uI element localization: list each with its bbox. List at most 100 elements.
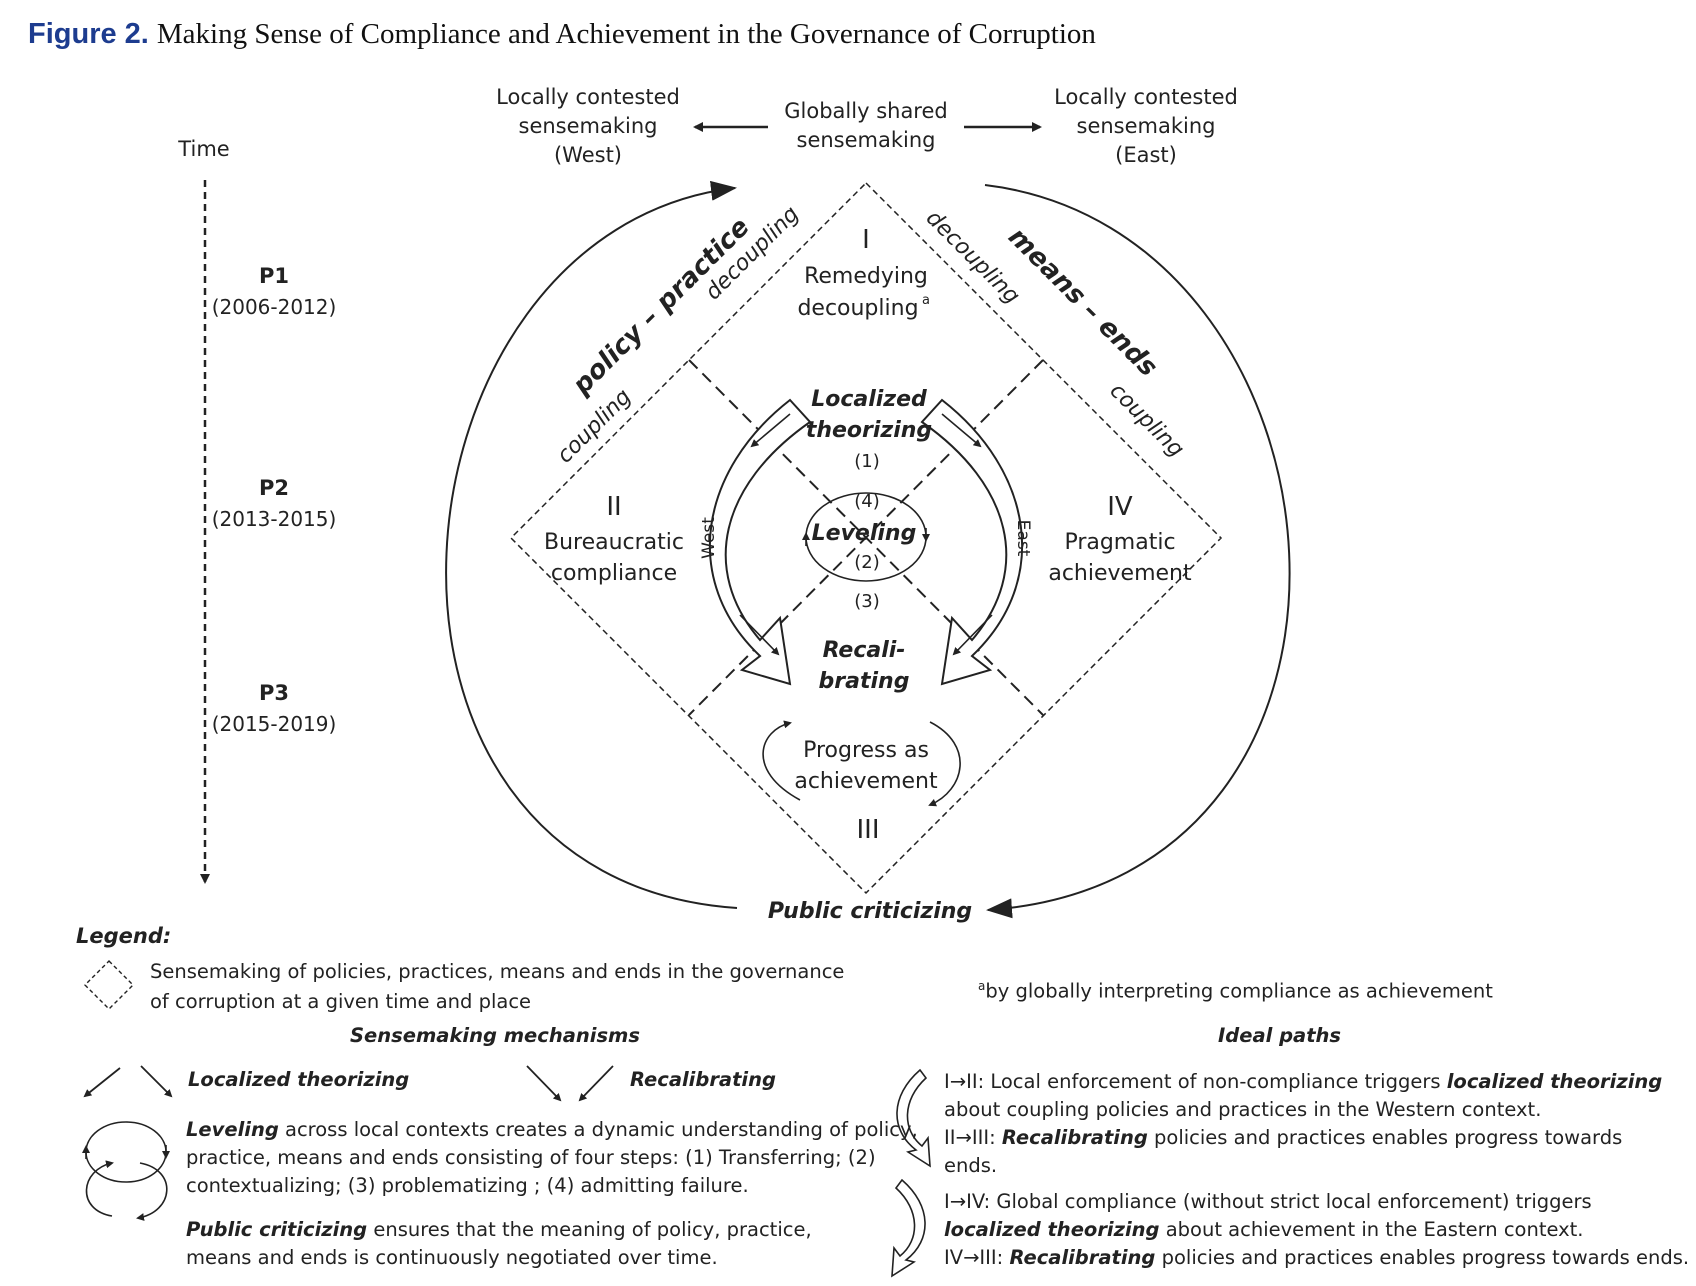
west-line3: (West): [554, 143, 622, 167]
legend-recalibrating-label: Recalibrating: [630, 1068, 776, 1091]
sensemaking-global-label: Globally shared sensemaking: [784, 99, 947, 152]
quadrant-line1: Progress as: [803, 738, 929, 763]
path2-c-bold: Recalibrating: [1009, 1246, 1156, 1269]
period-p3: P3 (2015-2019): [212, 681, 337, 736]
policy-practice-label: policy – practice: [566, 212, 755, 401]
quadrant-line1: Remedying: [804, 264, 928, 289]
quadrant-numeral: II: [606, 492, 621, 522]
global-line1: Globally shared: [784, 99, 947, 123]
leveling-desc-1: across local contexts creates a dynamic …: [278, 1118, 918, 1141]
step-2-label: (2): [854, 552, 880, 573]
west-line1: Locally contested: [496, 85, 680, 109]
recalibrating-line2: brating: [819, 669, 910, 694]
mechanisms-heading: Sensemaking mechanisms: [350, 1024, 640, 1047]
diagonal-dashed-2: [688, 359, 1044, 716]
period-name: P2: [259, 476, 289, 500]
progress-cycle-right-arc: [928, 721, 961, 807]
quadrant-line2: decoupling: [797, 296, 918, 321]
path1-c-post: policies and practices enables progress …: [1147, 1126, 1623, 1149]
path1-c-pre: II→III:: [944, 1126, 1002, 1149]
legend-public-line1: Public criticizing ensures that the mean…: [186, 1216, 812, 1244]
east-arrow-label: East: [1013, 520, 1033, 557]
period-p1: P1 (2006-2012): [212, 264, 337, 319]
period-name: P1: [259, 264, 289, 288]
path1-line3: II→III: Recalibrating policies and pract…: [944, 1124, 1622, 1152]
quadrant-line2: achievement: [1048, 561, 1192, 586]
east-line1: Locally contested: [1054, 85, 1238, 109]
period-name: P3: [259, 681, 289, 705]
legend-leveling-line3: contextualizing; (3) problematizing ; (4…: [186, 1174, 749, 1197]
step-3-label: (3): [854, 591, 880, 612]
step-1-label: (1): [854, 451, 880, 472]
east-arrow-inner-bottom: [952, 614, 993, 656]
quadrant-line2: achievement: [794, 769, 938, 794]
path1-a-bold: localized theorizing: [1446, 1070, 1663, 1093]
figure-label: Figure 2.: [28, 18, 149, 50]
legend-leveling-line1: Leveling across local contexts creates a…: [186, 1116, 918, 1144]
period-years: (2013-2015): [212, 507, 337, 531]
west-arrow-label: West: [699, 517, 719, 559]
quadrant-line1: Bureaucratic: [544, 530, 684, 555]
path2-c-post: policies and practices enables progress …: [1155, 1246, 1690, 1269]
right-coupling-label: coupling: [1105, 378, 1189, 462]
recalibrating-line1: Recali-: [823, 638, 906, 663]
footnote-text: by globally interpreting compliance as a…: [985, 979, 1493, 1003]
east-arrow-shape: [920, 398, 1024, 686]
step-4-label: (4): [854, 491, 880, 512]
ideal-paths-heading: Ideal paths: [1218, 1024, 1341, 1047]
legend-heading: Legend:: [76, 924, 172, 948]
period-years: (2006-2012): [212, 295, 337, 319]
public-term: Public criticizing: [186, 1218, 368, 1241]
sensemaking-west-label: Locally contested sensemaking (West): [496, 85, 680, 167]
legend-leveling-cycle-icon: [85, 1121, 167, 1183]
quadrant-iii: Progress as achievement III: [762, 720, 961, 845]
legend-diamond-icon: [84, 960, 134, 1010]
quadrant-numeral: I: [862, 225, 870, 255]
path-west-hollow-arrow-icon: [896, 1068, 931, 1168]
public-desc-1: ensures that the meaning of policy, prac…: [367, 1218, 812, 1241]
legend-leveling-line2: practice, means and ends consisting of f…: [186, 1146, 876, 1169]
path1-line4: ends.: [944, 1154, 998, 1177]
leveling-label: Leveling: [812, 521, 917, 546]
localized-theorizing-line1: Localized: [811, 387, 927, 412]
localized-theorizing-line2: theorizing: [806, 418, 932, 443]
period-p2: P2 (2013-2015): [212, 476, 337, 531]
legend-localized-right-arrow-icon: [140, 1065, 173, 1098]
legend-localized-theorizing-label: Localized theorizing: [188, 1068, 410, 1091]
quadrant-numeral: IV: [1107, 492, 1133, 522]
path-east-hollow-arrow-icon: [891, 1178, 926, 1278]
left-coupling-label: coupling: [552, 384, 636, 468]
legend-recalibrating-left-arrow-icon: [526, 1065, 562, 1102]
legend-localized-left-arrow-icon: [83, 1067, 121, 1098]
path1-c-bold: Recalibrating: [1001, 1126, 1148, 1149]
path2-line3: IV→III: Recalibrating policies and pract…: [944, 1244, 1689, 1272]
time-label: Time: [177, 137, 229, 161]
west-hollow-arrow: West: [699, 398, 812, 686]
quadrant-numeral: III: [856, 815, 879, 845]
sensemaking-diamond: [509, 181, 1223, 895]
path1-a-pre: I→II: Local enforcement of non-complianc…: [944, 1070, 1447, 1093]
west-arrow-inner-bottom: [739, 614, 780, 656]
path1-line1: I→II: Local enforcement of non-complianc…: [944, 1068, 1662, 1096]
east-hollow-arrow: East: [920, 398, 1033, 686]
figure-title-text: Making Sense of Compliance and Achieveme…: [156, 18, 1096, 50]
quadrant-line1: Pragmatic: [1064, 530, 1175, 555]
quadrant-superscript: a: [922, 293, 930, 308]
west-line2: sensemaking: [519, 114, 658, 138]
sensemaking-east-label: Locally contested sensemaking (East): [1054, 85, 1238, 167]
right-decoupling-label: decoupling: [921, 206, 1024, 309]
east-line3: (East): [1115, 143, 1177, 167]
legend-public-line2: means and ends is continuously negotiate…: [186, 1246, 718, 1269]
progress-cycle-left-arc: [762, 720, 801, 801]
west-arrow-shape: [708, 398, 812, 686]
public-criticizing-east-arc: [984, 184, 1291, 919]
legend-recalibrating-right-arrow-icon: [578, 1065, 614, 1102]
path2-b-bold: localized theorizing: [944, 1218, 1160, 1241]
west-arrow-inner-top: [750, 413, 791, 448]
public-criticizing-west-arc: [445, 180, 738, 909]
legend-public-right-arc-icon: [136, 1162, 168, 1221]
legend-footnote: aby globally interpreting compliance as …: [978, 972, 1493, 1006]
figure-title: Figure 2.Making Sense of Compliance and …: [28, 18, 1096, 51]
